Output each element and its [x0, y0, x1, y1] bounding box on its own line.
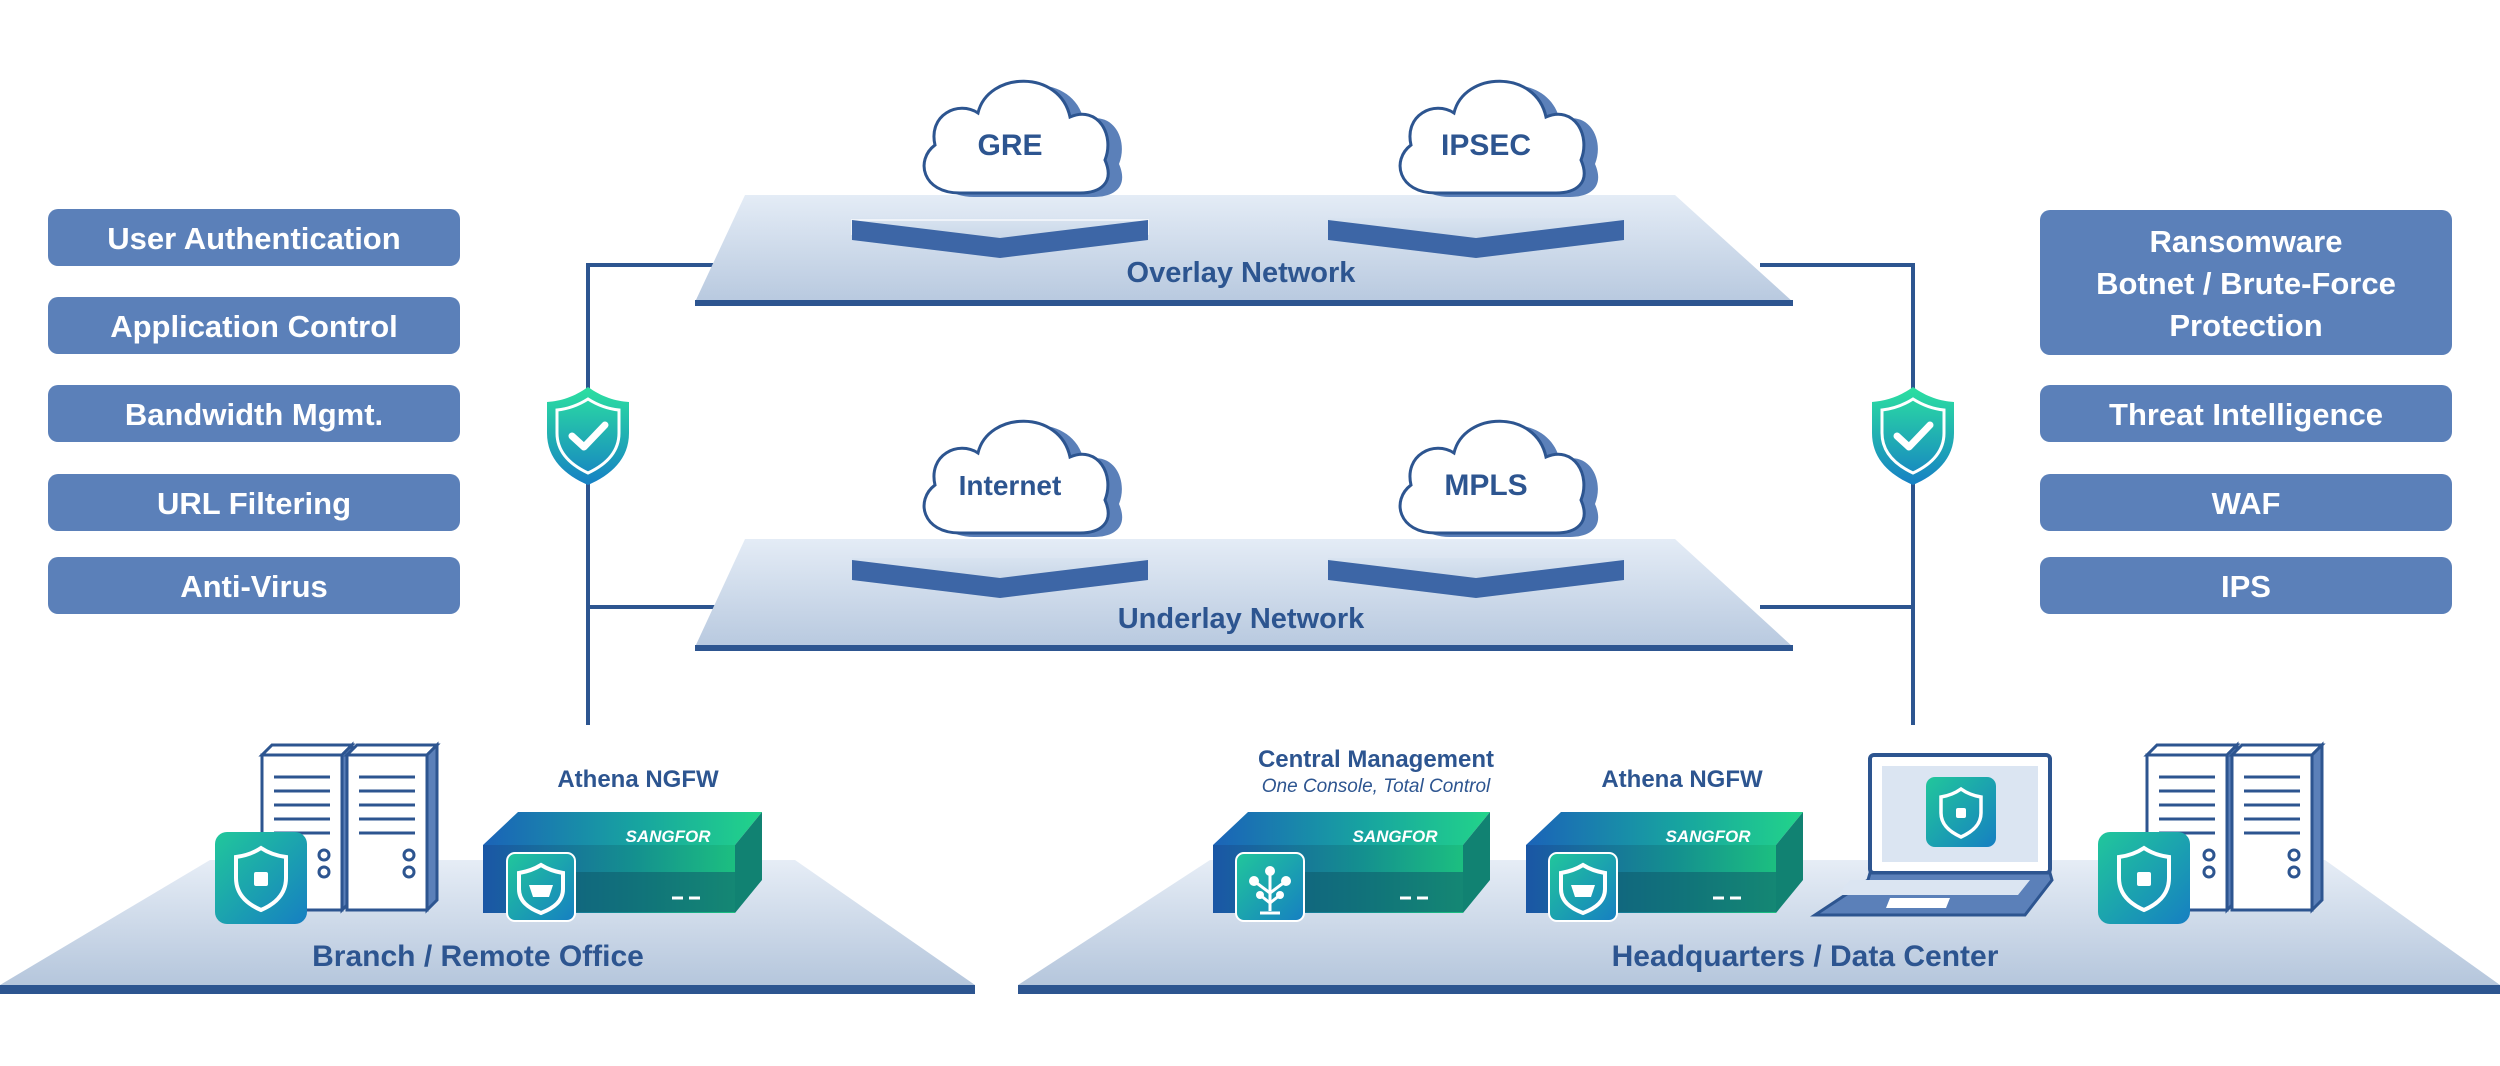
central-management-tree-icon: [1235, 852, 1305, 922]
laptop-shield-icon: [1926, 777, 1996, 847]
left-feature-list: User Authentication Application Control …: [48, 209, 460, 614]
hq-device-brand: SANGFOR: [1666, 827, 1752, 846]
overlay-slab-left: [851, 218, 1149, 258]
cloud-gre-label: GRE: [977, 129, 1042, 162]
hq-athena-ngfw-device: SANGFOR: [1526, 812, 1803, 922]
feature-pill-anti-virus: Anti-Virus: [48, 557, 460, 614]
right-shield-check-icon: [1872, 387, 1954, 485]
central-device-brand: SANGFOR: [1353, 827, 1439, 846]
feature-pill-ransomware-protection: Ransomware Botnet / Brute-Force Protecti…: [2040, 210, 2452, 355]
branch-ngfw-badge-icon: [506, 852, 576, 922]
cloud-internet-label: Internet: [959, 470, 1062, 501]
central-management-title: Central Management: [1258, 746, 1494, 773]
svg-text:WAF: WAF: [2212, 486, 2281, 521]
right-connection-line: [1760, 263, 1915, 725]
branch-device-brand: SANGFOR: [626, 827, 712, 846]
feature-pill-bandwidth-mgmt: Bandwidth Mgmt.: [48, 385, 460, 442]
overlay-network-platform: [695, 195, 1793, 306]
svg-text:Bandwidth Mgmt.: Bandwidth Mgmt.: [125, 397, 383, 432]
left-connection-line: [586, 263, 740, 725]
branch-endpoint-secure-icon: [215, 832, 307, 924]
central-management-device: SANGFOR: [1213, 812, 1490, 922]
hq-floor-label: Headquarters / Data Center: [1612, 940, 1999, 973]
hq-endpoint-secure-icon: [2098, 832, 2190, 924]
branch-floor-label: Branch / Remote Office: [312, 940, 644, 973]
feature-pill-ips: IPS: [2040, 557, 2452, 614]
svg-text:Ransomware: Ransomware: [2150, 224, 2343, 259]
cloud-gre: GRE: [922, 79, 1123, 197]
right-feature-list: Ransomware Botnet / Brute-Force Protecti…: [2040, 210, 2452, 614]
feature-pill-application-control: Application Control: [48, 297, 460, 354]
branch-device-label: Athena NGFW: [557, 766, 719, 793]
branch-athena-ngfw-device: SANGFOR: [483, 812, 762, 922]
underlay-network-platform: [695, 539, 1793, 651]
svg-text:Application Control: Application Control: [110, 309, 398, 344]
laptop-icon: [1810, 753, 2054, 917]
cloud-ipsec: IPSEC: [1398, 79, 1599, 197]
overlay-slab-right: [1328, 218, 1624, 258]
left-shield-check-icon: [547, 387, 629, 485]
feature-pill-threat-intelligence: Threat Intelligence: [2040, 385, 2452, 442]
connection-lines: [586, 263, 1915, 725]
svg-text:User Authentication: User Authentication: [107, 221, 400, 256]
hq-device-label: Athena NGFW: [1601, 766, 1763, 793]
cloud-ipsec-label: IPSEC: [1441, 129, 1531, 162]
central-management-subtitle: One Console, Total Control: [1262, 776, 1491, 797]
cloud-mpls-label: MPLS: [1444, 469, 1527, 502]
svg-text:URL Filtering: URL Filtering: [157, 486, 351, 521]
feature-pill-user-authentication: User Authentication: [48, 209, 460, 266]
hq-ngfw-badge-icon: [1548, 852, 1618, 922]
underlay-slab-left: [852, 558, 1148, 598]
underlay-slab-right: [1328, 558, 1624, 598]
overlay-network-label: Overlay Network: [1127, 257, 1357, 289]
svg-text:Threat Intelligence: Threat Intelligence: [2109, 397, 2383, 432]
cloud-internet: Internet: [922, 419, 1123, 537]
svg-text:Botnet / Brute-Force: Botnet / Brute-Force: [2096, 266, 2396, 301]
svg-text:Protection: Protection: [2169, 308, 2322, 343]
svg-text:IPS: IPS: [2221, 569, 2271, 604]
feature-pill-url-filtering: URL Filtering: [48, 474, 460, 531]
svg-text:Anti-Virus: Anti-Virus: [180, 569, 328, 604]
underlay-network-label: Underlay Network: [1118, 603, 1365, 635]
feature-pill-waf: WAF: [2040, 474, 2452, 531]
cloud-mpls: MPLS: [1398, 419, 1599, 537]
